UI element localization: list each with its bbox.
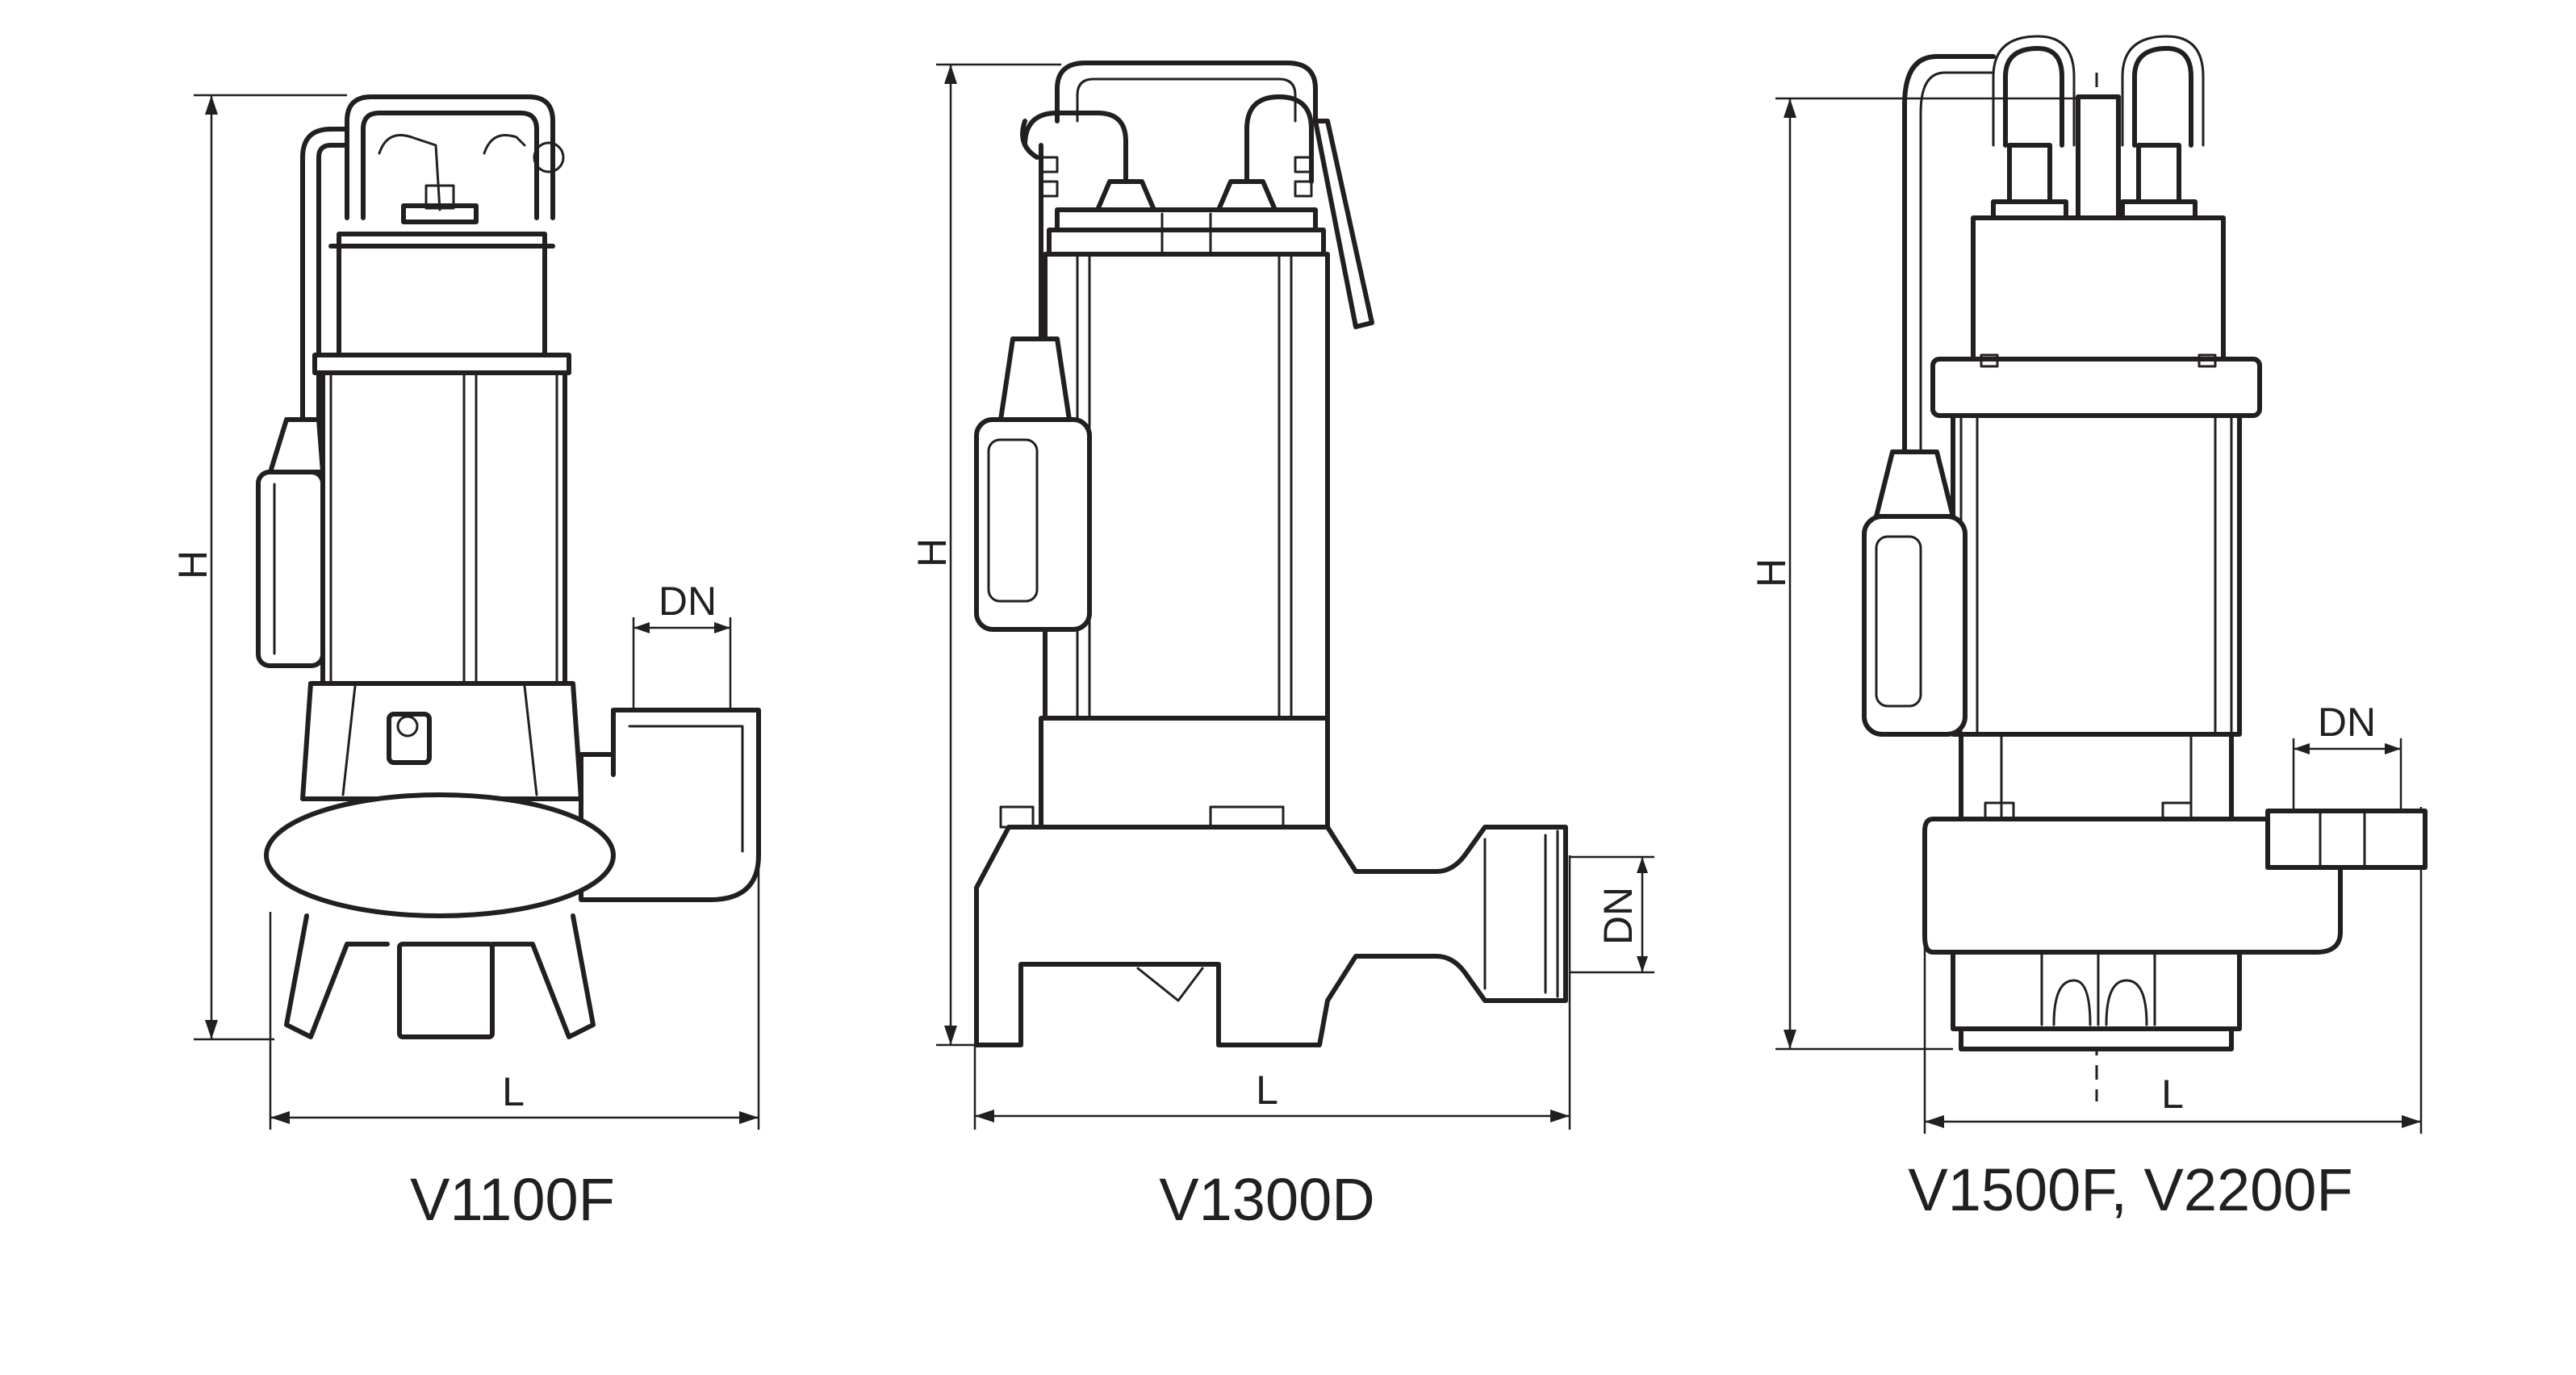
model-label: V1500F, V2200F [1908, 1156, 2352, 1223]
height-dimension-line [1775, 97, 2098, 1051]
length-label: L [502, 1069, 525, 1114]
pump-drawing-v1500f-v2200f: H L DN [1749, 35, 2428, 1223]
pump-body [256, 94, 761, 1039]
height-label: H [910, 538, 955, 567]
length-label: L [1256, 1068, 1278, 1113]
outlet-dimension-line [1570, 855, 1654, 974]
outlet-label: DN [2318, 700, 2376, 745]
height-label: H [1749, 558, 1794, 587]
model-label: V1100F [410, 1166, 615, 1233]
pump-drawing-v1300d: H L DN [910, 61, 1654, 1233]
model-label: V1300D [1159, 1166, 1374, 1233]
pump-body [974, 61, 1568, 1047]
length-label: L [2161, 1072, 2184, 1117]
outlet-dimension-line [632, 617, 732, 710]
pump-body [1862, 35, 2428, 1101]
height-dimension-line [936, 63, 1061, 1047]
height-dimension-line [194, 94, 347, 1041]
height-label: H [170, 550, 215, 579]
length-dimension-line [973, 855, 1571, 1130]
pump-drawing-v1100f: H L DN [170, 94, 761, 1233]
outlet-label: DN [1595, 887, 1641, 945]
outlet-dimension-line [2292, 738, 2402, 815]
outlet-label: DN [659, 579, 717, 624]
